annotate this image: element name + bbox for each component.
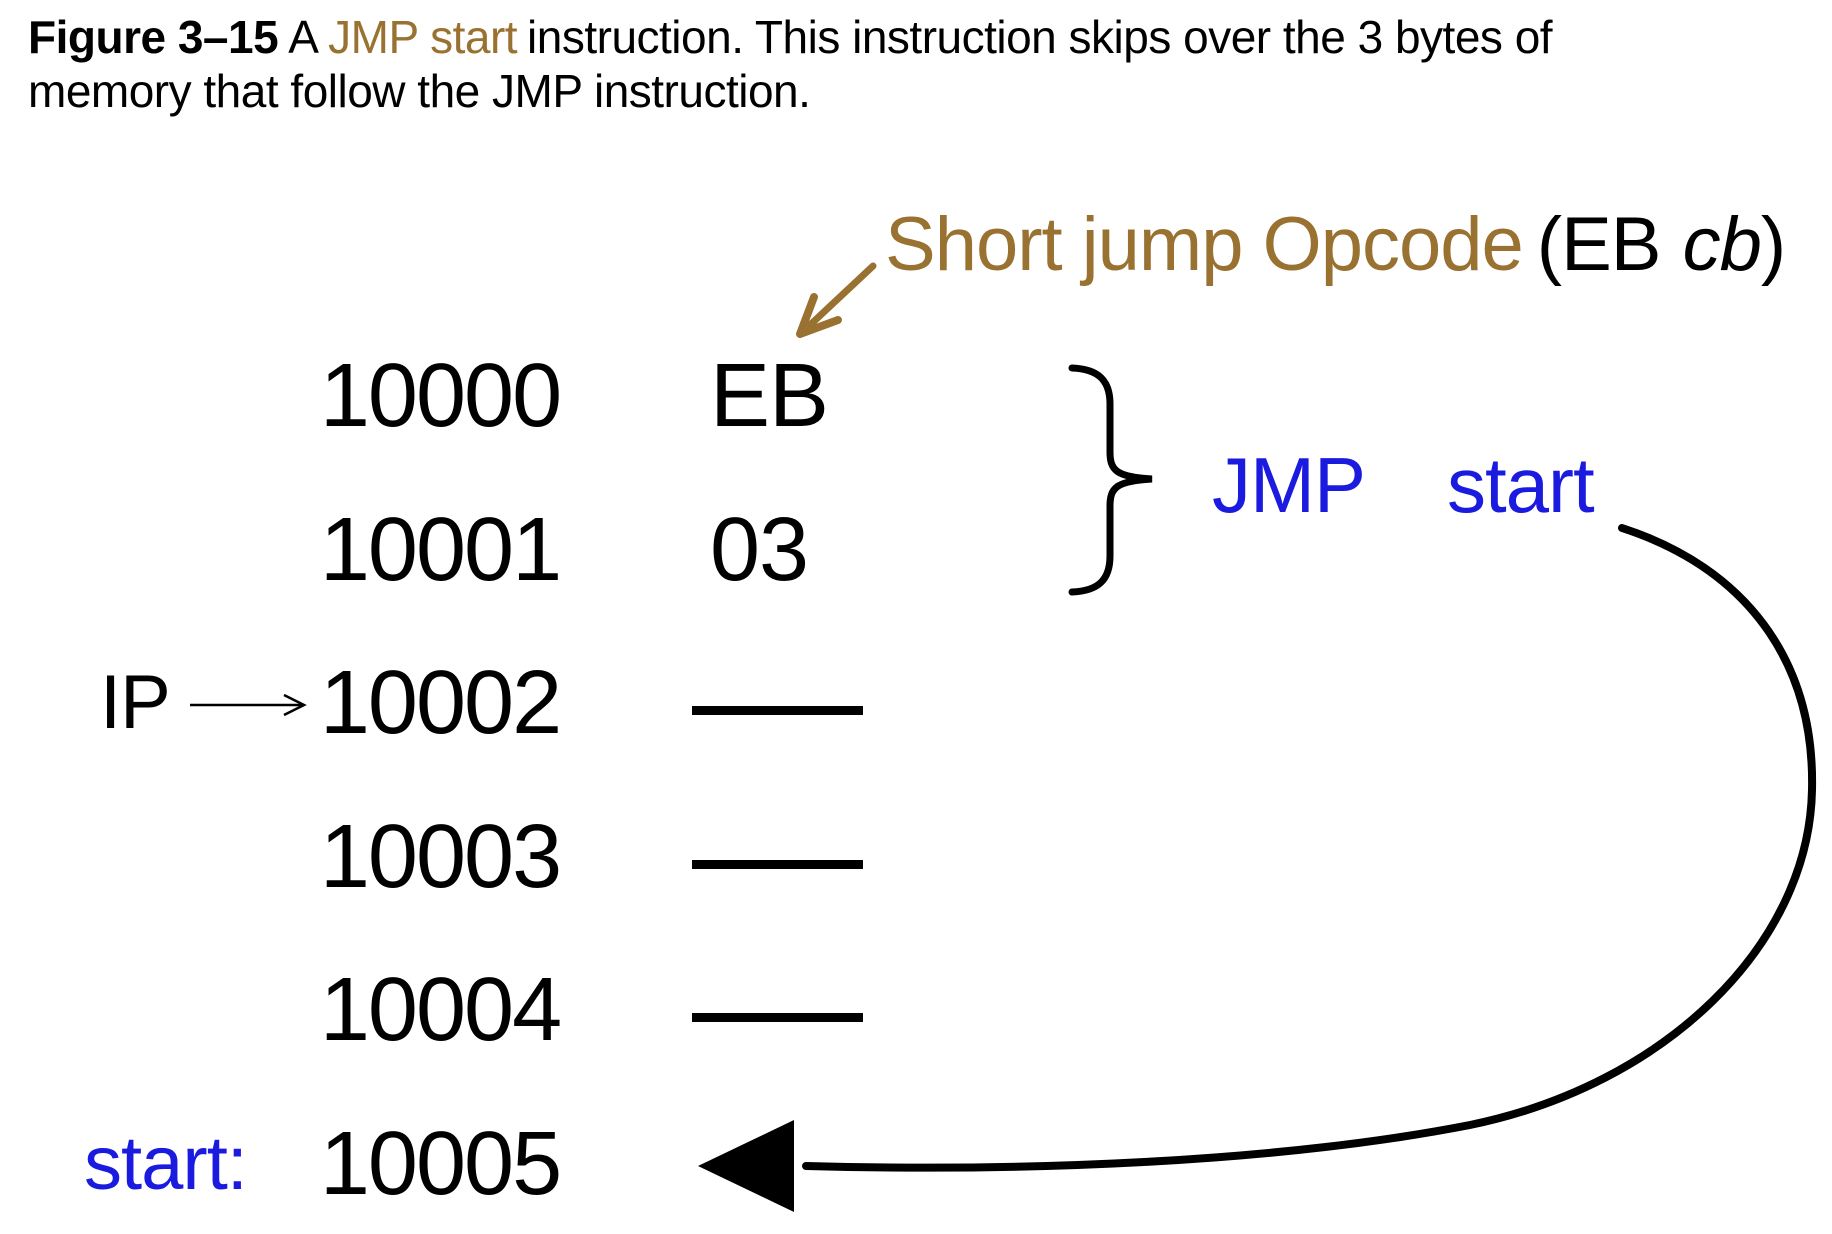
jmp-instruction-label: JMP start (1212, 441, 1595, 529)
caption-pre-text: A (288, 11, 316, 63)
jump-curve-arrow-icon (698, 524, 1817, 1212)
opcode-hex-open: (EB (1536, 202, 1662, 287)
memory-value-dash-10002 (692, 706, 863, 715)
memory-value-03: 03 (710, 500, 809, 600)
ip-pointer-arrow-icon (190, 693, 307, 717)
opcode-hex-close: ) (1760, 202, 1786, 287)
figure-number-label: Figure 3–15 (28, 11, 279, 63)
opcode-annotation: Short jump Opcode(EB cb) (885, 202, 1786, 287)
memory-address-10001: 10001 (319, 500, 562, 600)
caption-line1-text: instruction. This instruction skips over… (527, 11, 1553, 63)
opcode-cb-operand: cb (1682, 202, 1762, 287)
memory-address-10005: 10005 (319, 1114, 562, 1214)
memory-address-10003: 10003 (319, 807, 562, 907)
memory-address-10000: 10000 (319, 346, 562, 446)
memory-value-dash-10004 (692, 1013, 863, 1022)
caption-line2-text: memory that follow the JMP instruction. (28, 65, 811, 117)
opcode-annotation-arrow-icon (796, 262, 877, 338)
opcode-annotation-label: Short jump Opcode (885, 202, 1524, 287)
ip-register-label: IP (100, 660, 171, 745)
jmp-mnemonic: JMP (1212, 441, 1366, 529)
memory-address-10004: 10004 (319, 960, 562, 1060)
instruction-bytes-brace (1068, 364, 1153, 596)
start-target-label: start: (84, 1121, 248, 1206)
caption-jmp-start-highlight: JMP start (328, 11, 518, 63)
memory-value-eb: EB (710, 346, 829, 446)
memory-value-dash-10003 (692, 860, 863, 869)
memory-address-10002: 10002 (319, 653, 562, 753)
jmp-operand: start (1447, 441, 1595, 529)
